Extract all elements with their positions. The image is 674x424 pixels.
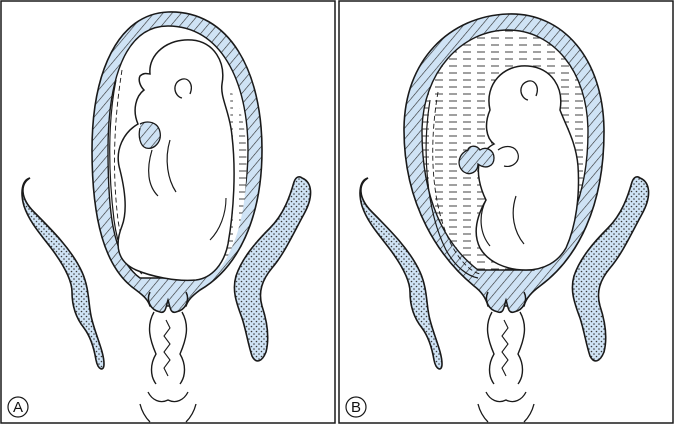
vaginal-rugae-a (164, 320, 170, 376)
panel-a: A (8, 12, 311, 422)
panel-label-b-text: B (351, 399, 361, 416)
panel-label-a-text: A (13, 399, 23, 416)
vulva-a (140, 392, 196, 422)
cervix-b (486, 292, 525, 312)
vulva-b (478, 392, 534, 422)
vaginal-rugae-b (502, 320, 508, 376)
cervix-a (148, 292, 187, 312)
panel-label-b: B (346, 397, 366, 417)
fetus-hand-a (139, 122, 160, 148)
pelvis-left-a (22, 178, 104, 369)
panel-label-a: A (8, 397, 28, 417)
panel-b: B (346, 14, 649, 422)
